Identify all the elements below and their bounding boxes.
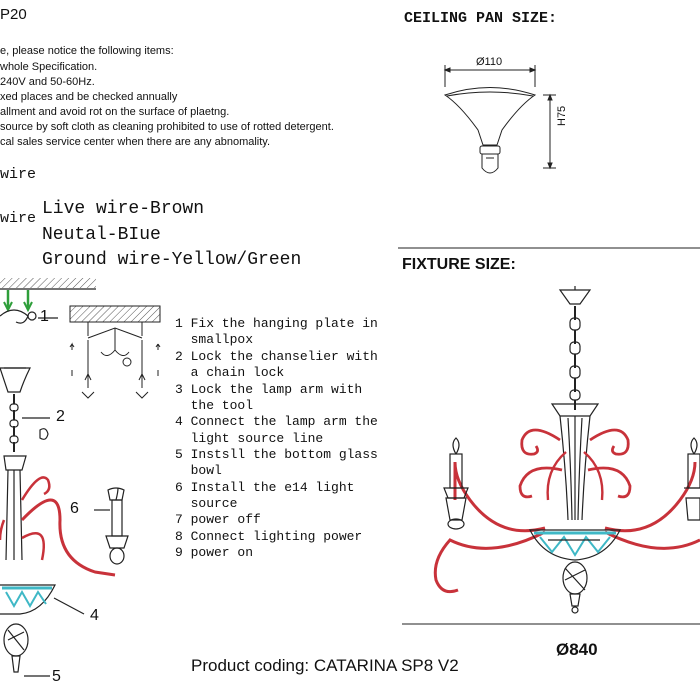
fixture-size-title: FIXTURE SIZE:	[402, 256, 516, 273]
notice-line: whole Specification.	[0, 61, 98, 73]
callout-2: 2	[56, 408, 65, 425]
fixture-diameter-label: Ø840	[556, 640, 598, 659]
wiring-heading: wire	[0, 166, 37, 183]
wiring-neutral: Neutal-BIue	[42, 225, 161, 245]
step-line: 3 Lock the lamp arm with	[175, 382, 363, 397]
step-line: 8 Connect lighting power	[175, 529, 363, 544]
wiring-live: Live wire-Brown	[42, 199, 205, 219]
step-line: smallpox	[175, 332, 254, 347]
product-coding: Product coding: CATARINA SP8 V2	[191, 656, 459, 675]
step-line: a chain lock	[175, 365, 285, 380]
step-line: 4 Connect the lamp arm the	[175, 414, 378, 429]
step-line: 1 Fix the hanging plate in	[175, 316, 378, 331]
assembly-drawing	[0, 278, 129, 677]
step-line: bowl	[175, 463, 222, 478]
fixture-drawing	[433, 286, 700, 614]
step-line: 9 power on	[175, 545, 254, 560]
callout-6: 6	[70, 500, 79, 517]
step-line: source	[175, 496, 238, 511]
step-line: light source line	[175, 431, 324, 446]
notice-line: xed places and be checked annually	[0, 91, 178, 103]
ceiling-pan-drawing	[443, 65, 556, 174]
ceiling-pan-title: CEILING PAN SIZE:	[404, 10, 558, 27]
notice-line: source by soft cloth as cleaning prohibi…	[0, 121, 334, 133]
wiring-ground: Ground wire-Yellow/Green	[42, 250, 302, 270]
callout-5: 5	[52, 668, 61, 685]
step-line: 7 power off	[175, 512, 261, 527]
callout-1: 1	[40, 308, 49, 325]
step-line: the tool	[175, 398, 254, 413]
step-line: 2 Lock the chanselier with	[175, 349, 378, 364]
notice-line: cal sales service center when there are …	[0, 136, 271, 148]
wiring-heading: wire	[0, 210, 37, 227]
notice-line: e, please notice the following items:	[0, 45, 174, 57]
step-line: 6 Install the e14 light	[175, 480, 355, 495]
callout-4: 4	[90, 607, 99, 624]
notice-line: 240V and 50-60Hz.	[0, 76, 95, 88]
ceiling-pan-width-label: Ø110	[476, 56, 503, 68]
document-code: P20	[0, 6, 27, 23]
mounting-detail-drawing	[69, 305, 161, 399]
ceiling-pan-height-label: H75	[556, 105, 568, 126]
notice-line: allment and avoid rot on the surface of …	[0, 106, 230, 118]
step-line: 5 Instsll the bottom glass	[175, 447, 378, 462]
